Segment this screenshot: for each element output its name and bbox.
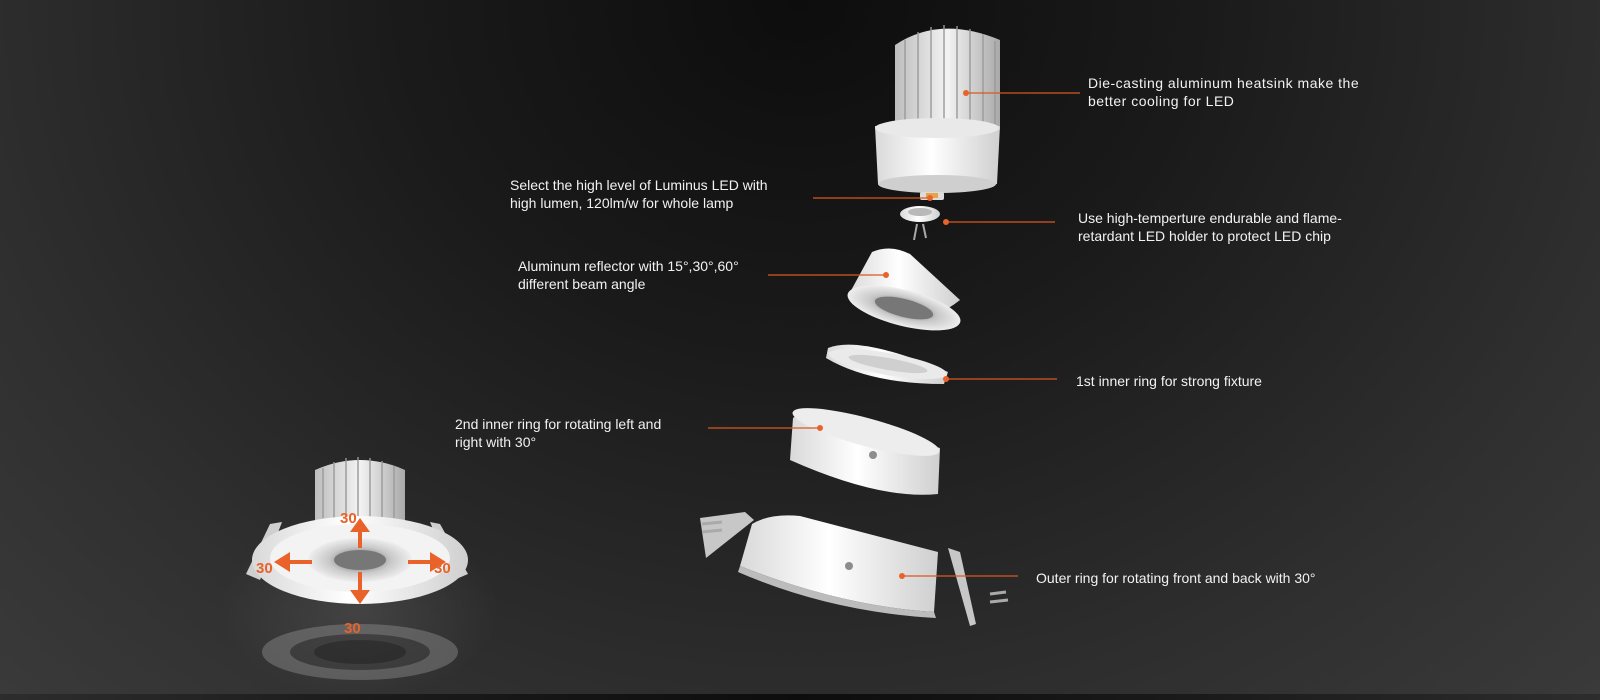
led-holder-part [900, 206, 940, 241]
rotation-arrows [274, 518, 446, 604]
second-inner-ring-part [790, 408, 940, 495]
angle-label-bottom: 30 [344, 620, 361, 637]
reflector-part [847, 248, 961, 331]
angle-label-left: 30 [256, 560, 273, 577]
reflection [262, 624, 458, 680]
assembled-heatsink [315, 457, 405, 520]
callout-first-inner-ring: 1st inner ring for strong fixture [1076, 373, 1262, 389]
callout-heatsink: Die-casting aluminum heatsink make the b… [1088, 75, 1360, 109]
assembled-downlight-illustration [220, 457, 500, 700]
angle-label-top: 30 [340, 510, 357, 527]
heatsink-part [875, 25, 1000, 193]
first-inner-ring-part [826, 344, 948, 384]
leader-lines [708, 90, 1080, 579]
callout-second-inner-ring: 2nd inner ring for rotating left and rig… [455, 416, 662, 450]
callout-reflector: Aluminum reflector with 15°,30°,60° diff… [518, 258, 739, 292]
callout-outer-ring: Outer ring for rotating front and back w… [1036, 570, 1316, 586]
angle-label-right: 30 [434, 560, 451, 577]
outer-ring-part [700, 512, 1009, 626]
callout-led-holder: Use high-temperture endurable and flame-… [1078, 210, 1342, 244]
callout-led: Select the high level of Luminus LED wit… [510, 177, 768, 211]
